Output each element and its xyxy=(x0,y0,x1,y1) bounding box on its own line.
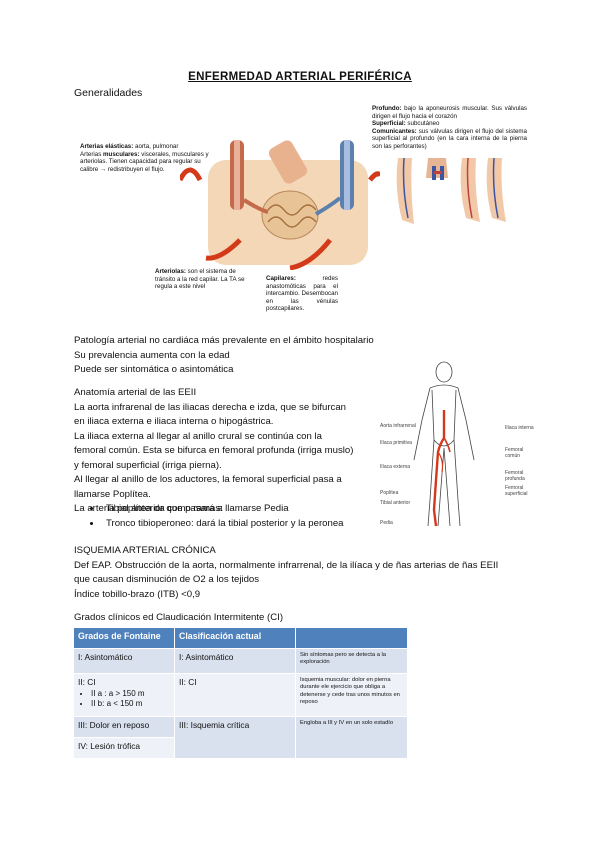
anatomia-p2: La iliaca externa al llegar al anillo cr… xyxy=(74,430,354,471)
intro-line: Patología arterial no cardiáca más preva… xyxy=(74,335,374,346)
intro-line: Su prevalencia aumenta con la edad xyxy=(74,349,230,361)
label-iliaca-interna: Ilíaca interna xyxy=(505,425,534,431)
communicating-vein xyxy=(434,171,442,174)
note-arteriolas: Arteriolas: son el sistema de tránsito a… xyxy=(155,268,245,291)
label-iliaca-primitiva: Ilíaca primitiva xyxy=(380,440,412,446)
label-femoral-comun: Femoral común xyxy=(505,447,524,459)
table-cell: Isquemia muscular: dolor en pierna duran… xyxy=(295,673,408,717)
capillary-network xyxy=(267,204,317,228)
list-item: Tronco tibioperoneo: dará la tibial post… xyxy=(102,517,404,532)
list-item: II a : a > 150 m xyxy=(91,689,170,699)
table-cell: III: Isquemia crítica xyxy=(174,716,296,759)
leg-shape xyxy=(426,158,448,178)
itb-line: Índice tobillo-brazo (ITB) <0,9 xyxy=(74,588,201,600)
table-row: II: CI II a : a > 150 m II b: a < 150 m … xyxy=(73,673,408,717)
label-tibial-anterior: Tibial anterior xyxy=(380,500,411,506)
arterial-branch xyxy=(437,451,444,473)
intro-lines: Patología arterial no cardiáca más preva… xyxy=(74,334,374,378)
anatomia-section: Anatomía arterial de las EEII La aorta i… xyxy=(74,386,356,517)
vessel-cross-section xyxy=(268,140,308,184)
isquemia-section: ISQUEMIA ARTERIAL CRÓNICA Def EAP. Obstr… xyxy=(74,544,514,602)
section-generalidades: Generalidades xyxy=(74,87,143,99)
pointer-arrow xyxy=(180,167,203,182)
table-cell: IV: Lesión trófica xyxy=(73,737,175,759)
pointer-arrow xyxy=(289,238,332,270)
page-title: ENFERMEDAD ARTERIAL PERIFÉRICA xyxy=(188,71,412,83)
superficial-vein xyxy=(492,158,499,219)
fontaine-table: Grados de Fontaine Clasificación actual … xyxy=(73,627,408,759)
table-cell: II: CI II a : a > 150 m II b: a < 150 m xyxy=(73,673,175,717)
table-cell: I: Asintomático xyxy=(174,648,296,674)
label-iliaca-externa: Ilíaca externa xyxy=(380,464,411,470)
intro-line: Puede ser sintomática o asintomática xyxy=(74,364,234,375)
superficial-vein xyxy=(466,158,473,219)
label-pedia: Pedia xyxy=(380,520,393,526)
label-femoral-superficial: Femoral superficial xyxy=(505,485,528,497)
note-capilares: Capilares: redes anastomóticas para el i… xyxy=(266,275,338,313)
arteriole xyxy=(242,198,269,214)
anatomia-p4: La arteria poplítea da como ramas: xyxy=(74,503,223,514)
pointer-arrow xyxy=(368,171,380,182)
human-body-figure xyxy=(413,361,475,527)
grados-heading: Grados clínicos ed Claudicación Intermit… xyxy=(74,612,284,623)
isquemia-heading: ISQUEMIA ARTERIAL CRÓNICA xyxy=(74,545,216,556)
anatomia-p1: La aorta infrarenal de las iliacas derec… xyxy=(74,401,346,428)
note-venas: Profundo: bajo la aponeurosis muscular. … xyxy=(372,105,527,150)
list-item: II b: a < 150 m xyxy=(91,699,170,709)
table-cell: III: Dolor en reposo xyxy=(73,716,175,738)
label-aorta: Aorta infrarrenal xyxy=(380,423,416,429)
venule xyxy=(315,196,342,216)
table-row: I: Asintomático I: Asintomático Sin sínt… xyxy=(73,648,408,674)
anatomia-heading: Anatomía arterial de las EEII xyxy=(74,387,197,398)
leg-veins-illustration xyxy=(396,158,506,224)
table-header-empty xyxy=(295,627,408,649)
arterial-branch xyxy=(443,437,451,453)
table-cell: I: Asintomático xyxy=(73,648,175,674)
superficial-vein xyxy=(402,158,409,219)
pointer-arrow xyxy=(205,238,242,261)
table-header: Clasificación actual xyxy=(174,627,296,649)
leg-shape xyxy=(486,158,506,222)
isquemia-definition: Def EAP. Obstrucción de la aorta, normal… xyxy=(74,559,499,586)
head xyxy=(435,361,453,383)
table-cell: Sin síntomas pero se detecta a la explor… xyxy=(295,648,408,674)
vein-lumen xyxy=(344,140,350,210)
note-arterias: Arterias elásticas: aorta, pulmonar Arte… xyxy=(80,143,209,173)
body-outline xyxy=(413,384,475,527)
table-row: IV: Lesión trófica xyxy=(73,737,408,759)
leg-shape xyxy=(460,158,480,222)
table-row: III: Dolor en reposo III: Isquemia críti… xyxy=(73,716,408,759)
leg-shape xyxy=(396,158,414,224)
table-header: Grados de Fontaine xyxy=(73,627,175,649)
table-cell: II: CI xyxy=(174,673,296,717)
list-item: Tibial anterior que pasará a llamarse Pe… xyxy=(102,502,404,517)
vascular-system-illustration xyxy=(180,140,380,270)
label-femoral-profunda: Femoral profunda xyxy=(505,470,525,482)
ramas-list: Tibial anterior que pasará a llamarse Pe… xyxy=(74,502,404,531)
anatomia-p3: Al llegar al anillo de los aductores, la… xyxy=(74,474,342,500)
label-poplitea: Poplítea xyxy=(380,490,399,496)
table-cell: Engloba a III y IV en un solo estadío xyxy=(295,716,408,759)
artery-lumen xyxy=(234,140,240,210)
